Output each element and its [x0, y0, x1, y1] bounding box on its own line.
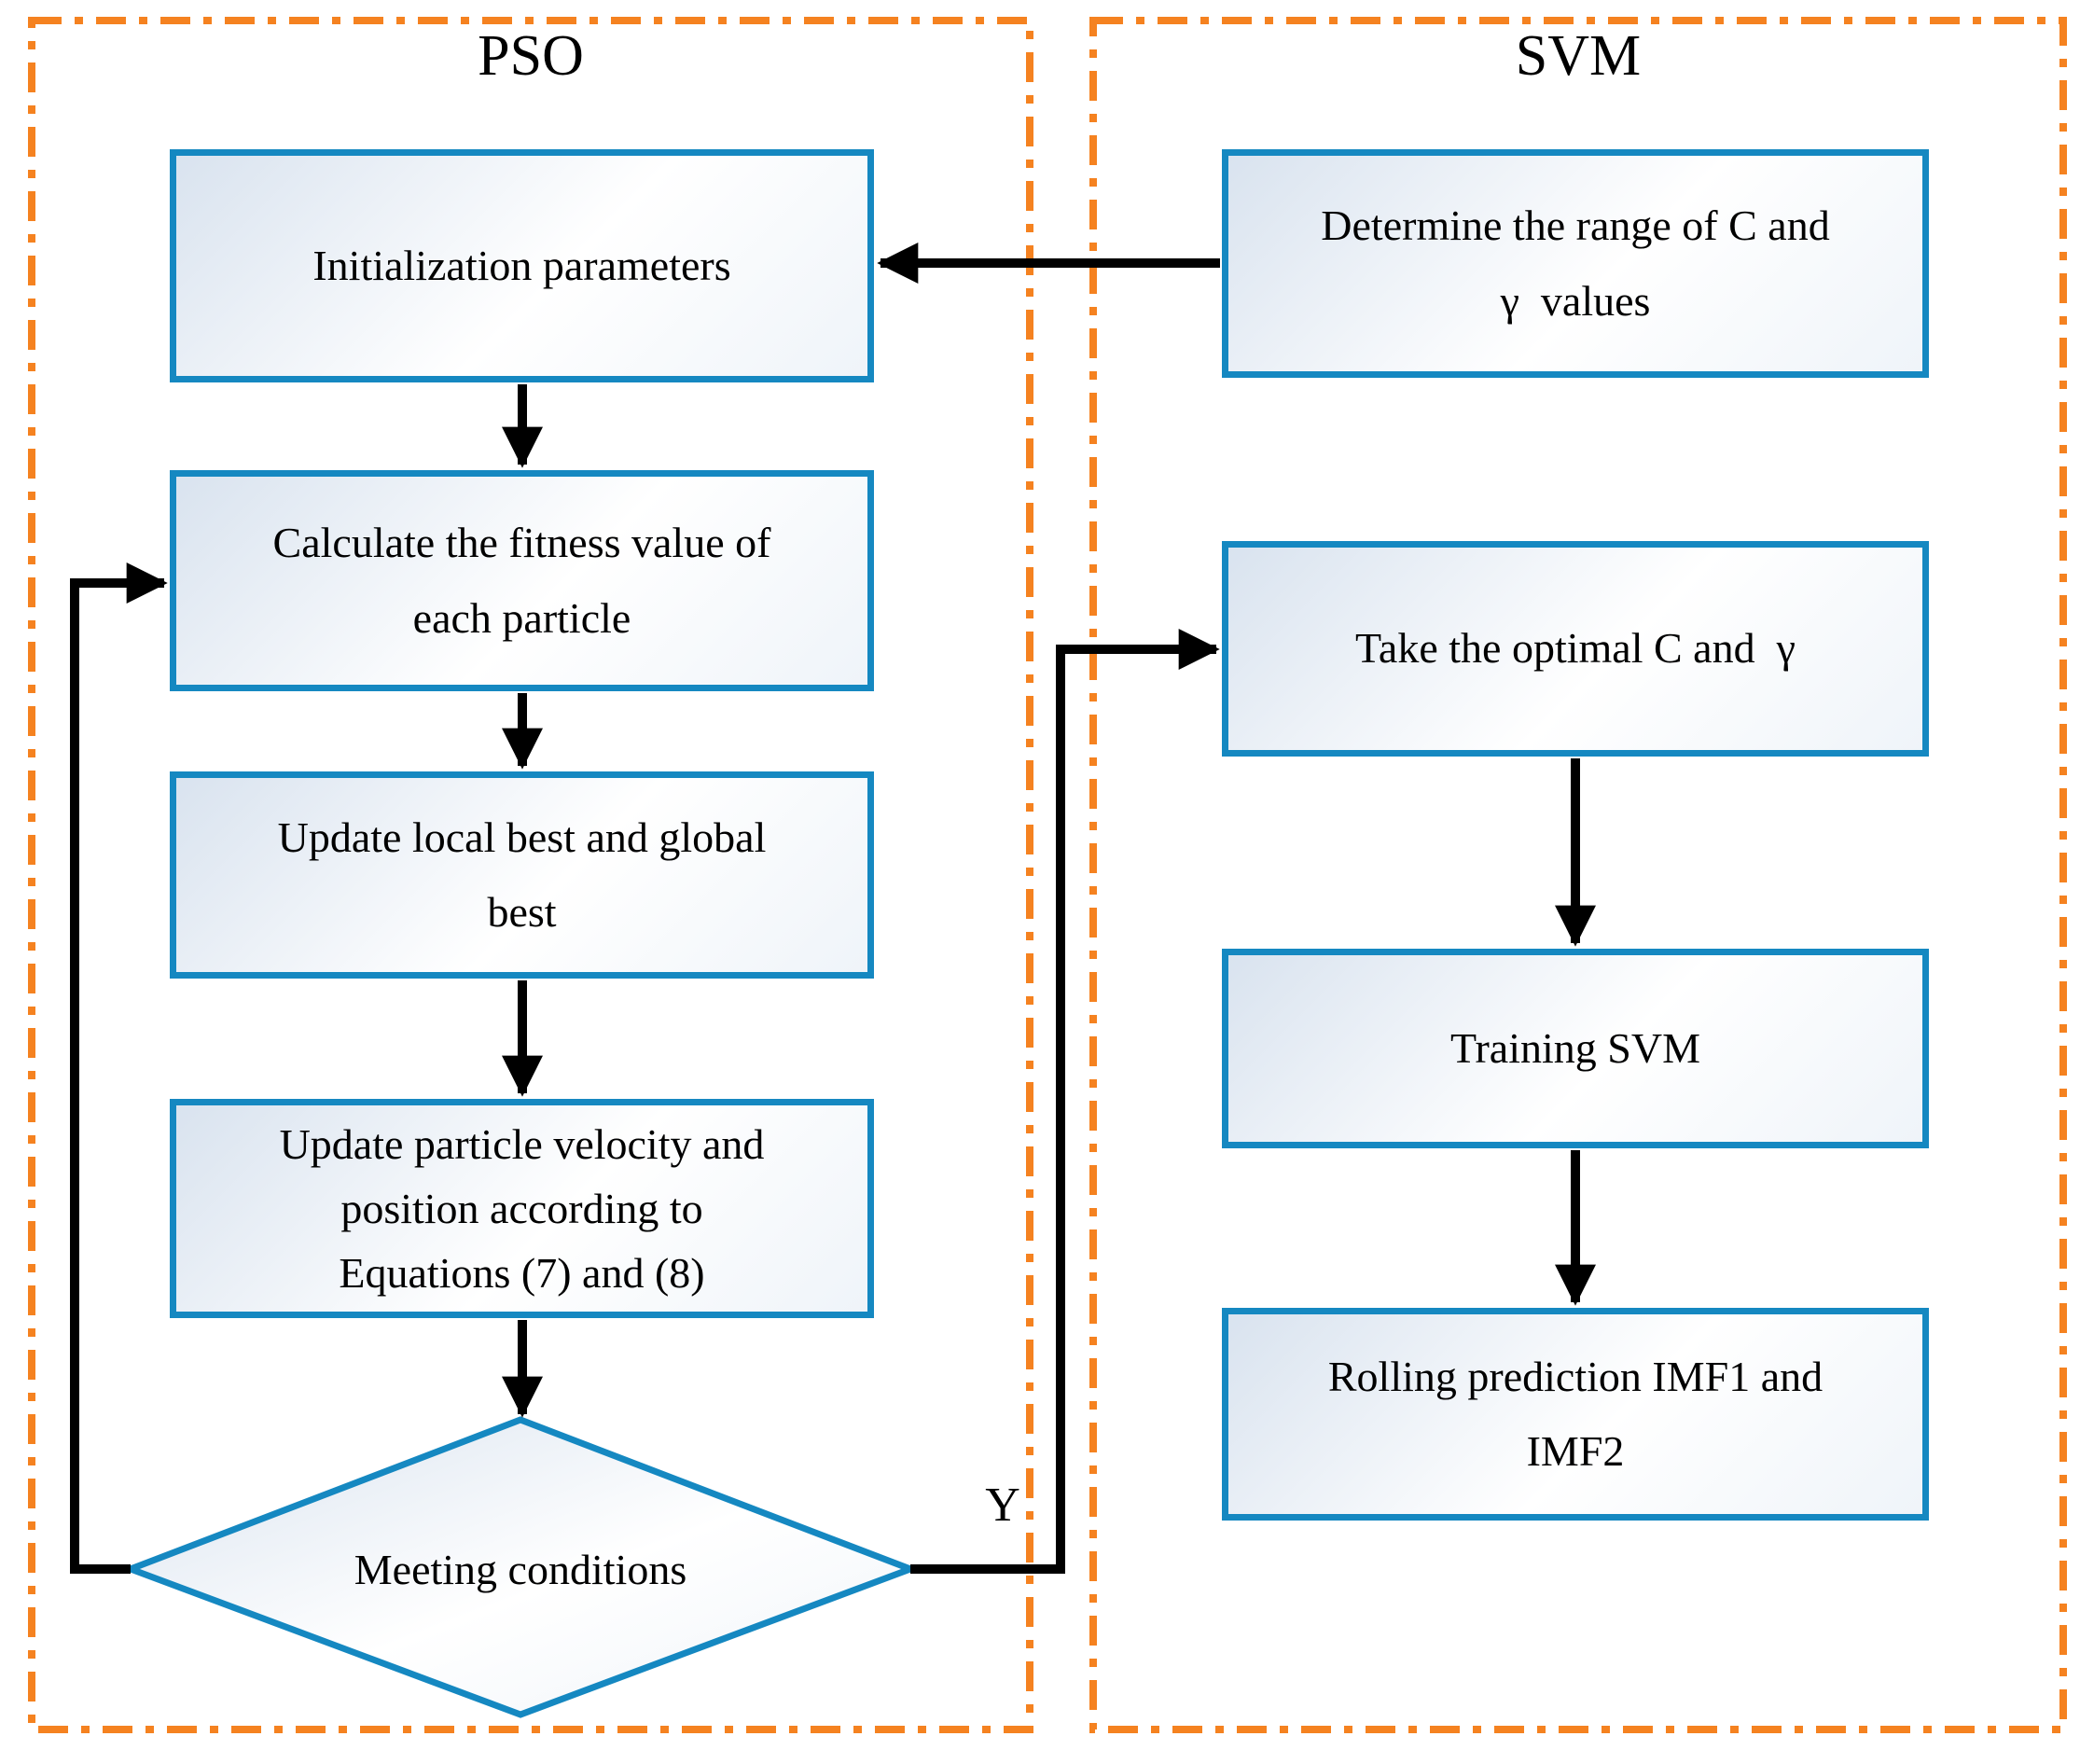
decision-diamond — [121, 1416, 920, 1718]
pso-panel-title: PSO — [478, 24, 584, 88]
node-update-local-global-best: Update local best and global best — [170, 771, 874, 979]
decision-yes-branch-label: Y — [985, 1479, 1020, 1532]
arrow-decision-loopback-to-fitness — [70, 563, 168, 1574]
decision-meeting-conditions-label: Meeting conditions — [354, 1545, 687, 1593]
node-initialization-parameters: Initialization parameters — [170, 149, 874, 382]
pso-panel-border — [28, 17, 1033, 1733]
node-rolling-prediction-imf: Rolling prediction IMF1 and IMF2 — [1222, 1308, 1929, 1521]
arrow-decision-yes-to-optimal — [910, 629, 1220, 1574]
node-training-svm: Training SVM — [1222, 949, 1929, 1148]
node-take-optimal-c-gamma: Take the optimal C and γ — [1222, 541, 1929, 757]
svm-panel-title: SVM — [1515, 24, 1642, 88]
node-update-velocity-position: Update particle velocity and position ac… — [170, 1099, 874, 1318]
svm-panel-border — [1089, 17, 2067, 1733]
node-determine-range-c-gamma: Determine the range of C and γ values — [1222, 149, 1929, 378]
node-calculate-fitness: Calculate the fitness value of each part… — [170, 470, 874, 691]
